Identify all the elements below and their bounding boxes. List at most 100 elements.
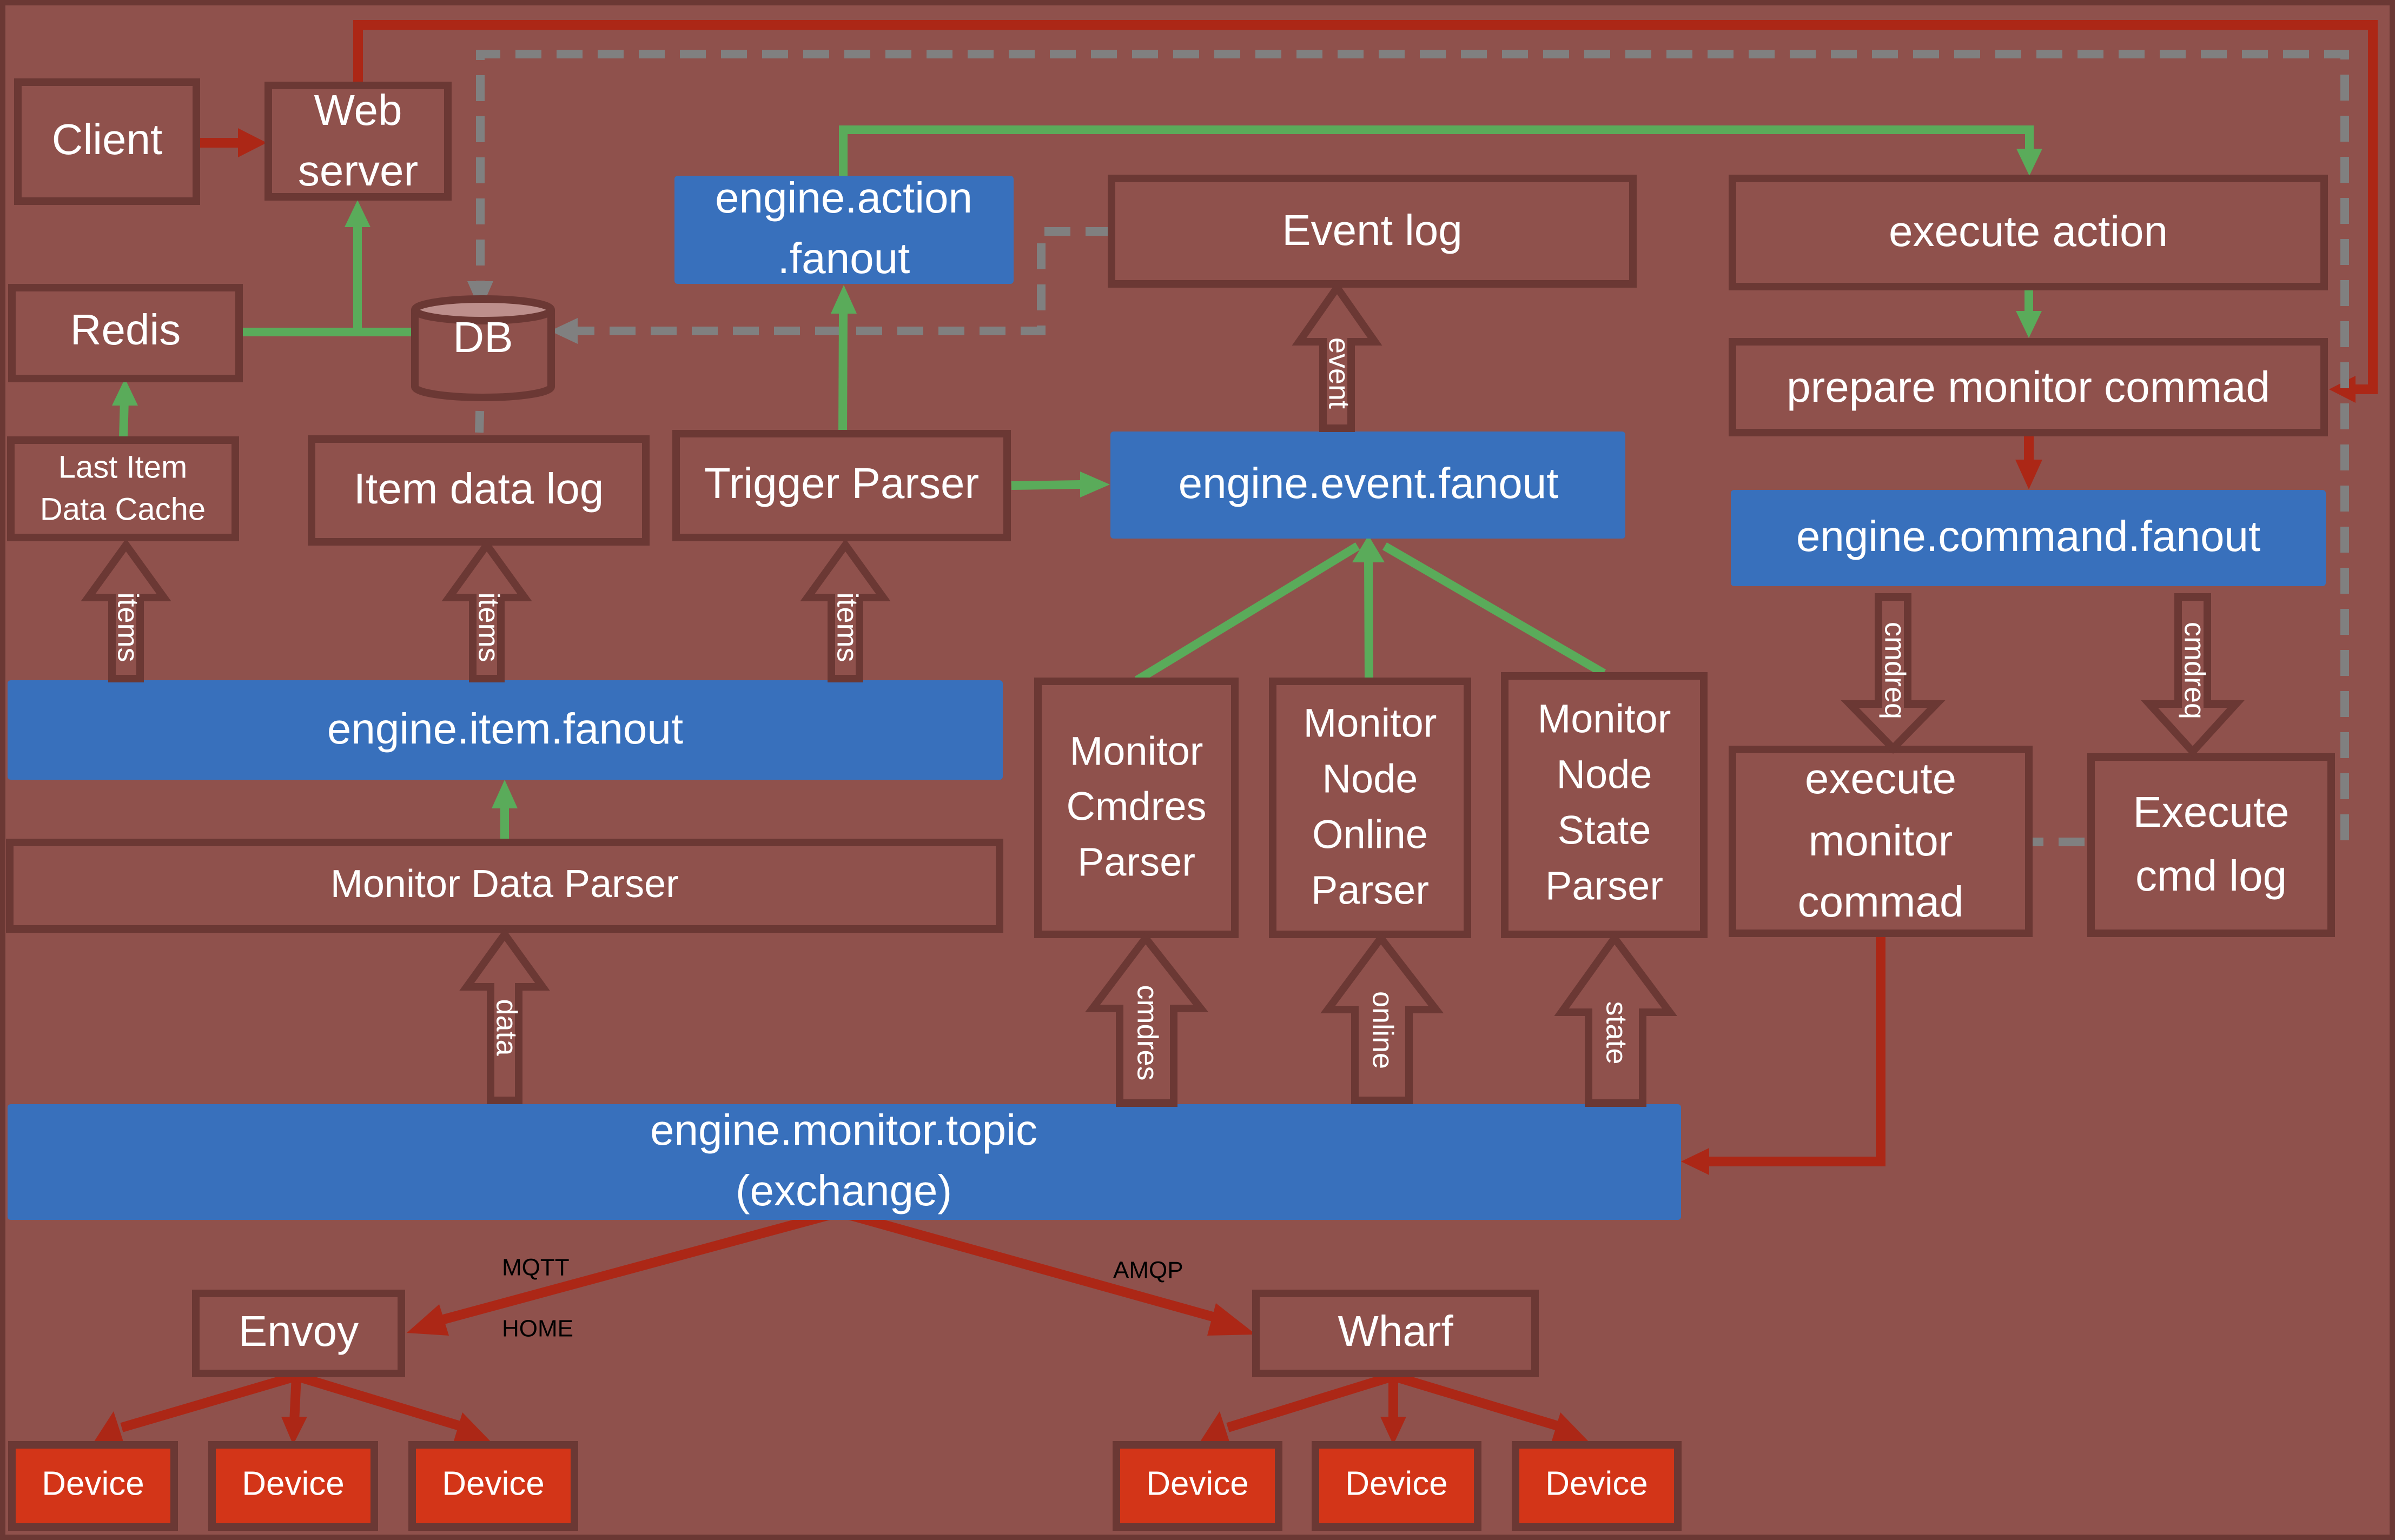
arrowhead-event-fanout-bottom bbox=[1352, 535, 1385, 562]
arrowhead-execute-action bbox=[2016, 149, 2042, 176]
arrow-label-items: items bbox=[473, 592, 505, 662]
node-data-parser-label: Monitor Data Parser bbox=[330, 862, 679, 906]
node-state-parser-label-3: State bbox=[1558, 808, 1651, 853]
node-trigger-parser[interactable]: Trigger Parser bbox=[672, 430, 1011, 541]
node-monitor-cmdres-parser[interactable]: Monitor Cmdres Parser bbox=[1034, 678, 1239, 938]
arrowhead-prepare bbox=[2016, 311, 2042, 338]
device-envoy-1[interactable]: Device bbox=[8, 1441, 178, 1531]
arrow-label-event: event bbox=[1323, 337, 1355, 409]
flow-wharf-to-device-6 bbox=[1392, 1371, 1565, 1432]
flow-envoy-to-device-2 bbox=[289, 1376, 301, 1423]
arrow-items-cache: items bbox=[81, 539, 171, 682]
node-web-server-label-2: server bbox=[298, 147, 418, 195]
device-envoy-2[interactable]: Device bbox=[208, 1441, 378, 1531]
flow-topic-to-wharf bbox=[838, 1207, 1224, 1324]
node-engine-monitor-topic[interactable]: engine.monitor.topic (exchange) bbox=[8, 1104, 1681, 1220]
node-wharf-label: Wharf bbox=[1338, 1307, 1453, 1355]
node-item-data-log[interactable]: Item data log bbox=[308, 435, 650, 546]
arrowhead-device-6 bbox=[1551, 1412, 1592, 1445]
node-cmd-log-label-1: Execute bbox=[2133, 788, 2289, 836]
node-db-label: DB bbox=[453, 313, 513, 361]
arrowhead-device-2 bbox=[281, 1417, 307, 1445]
arrow-label-cmdreq: cmdreq bbox=[2179, 622, 2211, 719]
arrowhead-webserver bbox=[238, 128, 267, 157]
node-state-parser-label-1: Monitor bbox=[1538, 696, 1671, 741]
node-last-item-data-cache[interactable]: Last Item Data Cache bbox=[7, 436, 239, 541]
device-envoy-3[interactable]: Device bbox=[408, 1441, 578, 1531]
flow-action-fanout-to-execute-action bbox=[839, 125, 2034, 178]
node-exec-monitor-label-3: commad bbox=[1798, 878, 1964, 926]
arrow-label-items: items bbox=[112, 592, 144, 662]
arrowhead-wharf bbox=[1207, 1303, 1256, 1336]
arrow-online: online bbox=[1320, 932, 1444, 1104]
node-cmdres-parser-label-2: Cmdres bbox=[1066, 784, 1206, 829]
device-wharf-2[interactable]: Device bbox=[1312, 1441, 1481, 1531]
node-web-server-label-1: Web bbox=[314, 86, 402, 134]
node-online-parser-label-4: Parser bbox=[1311, 868, 1429, 913]
node-cache-label-2: Data Cache bbox=[40, 492, 206, 527]
arrowhead-monitor-topic bbox=[1681, 1148, 1709, 1175]
node-db[interactable]: DB bbox=[411, 295, 555, 401]
flow-itemlog-to-db bbox=[475, 394, 485, 433]
node-wharf[interactable]: Wharf bbox=[1252, 1290, 1539, 1377]
device-label: Device bbox=[42, 1465, 144, 1502]
flow-envoy-to-device-3 bbox=[295, 1371, 467, 1432]
node-cmdres-parser-label-3: Parser bbox=[1077, 840, 1195, 885]
node-state-parser-label-2: Node bbox=[1557, 752, 1652, 797]
flow-topic-to-envoy bbox=[442, 1207, 841, 1324]
node-execute-action[interactable]: execute action bbox=[1729, 175, 2328, 290]
flow-online-to-event-fanout bbox=[1364, 556, 1373, 680]
arrowhead-device-3 bbox=[453, 1412, 494, 1445]
arrowhead-db-right bbox=[550, 318, 578, 344]
device-wharf-1[interactable]: Device bbox=[1113, 1441, 1282, 1531]
node-prepare-monitor-command[interactable]: prepare monitor commad bbox=[1729, 338, 2328, 436]
node-cache-label-1: Last Item bbox=[58, 449, 188, 484]
node-action-fanout-label-2: .fanout bbox=[778, 234, 910, 282]
node-engine-item-fanout[interactable]: engine.item.fanout bbox=[8, 680, 1003, 780]
node-prepare-command-label: prepare monitor commad bbox=[1787, 363, 2270, 411]
device-label: Device bbox=[1146, 1465, 1249, 1502]
node-event-log-label: Event log bbox=[1282, 206, 1463, 254]
arrow-state: state bbox=[1554, 932, 1677, 1107]
node-execute-monitor-command[interactable]: execute monitor commad bbox=[1729, 746, 2033, 937]
flow-envoy-to-device-1 bbox=[120, 1371, 298, 1432]
node-event-log[interactable]: Event log bbox=[1108, 175, 1637, 288]
node-online-parser-label-2: Node bbox=[1322, 756, 1418, 801]
node-execute-cmd-log[interactable]: Execute cmd log bbox=[2087, 753, 2335, 937]
node-envoy-label: Envoy bbox=[239, 1307, 359, 1355]
arrowhead-webserver-bottom bbox=[345, 200, 371, 227]
flow-execute-monitor-to-topic bbox=[1709, 935, 1885, 1166]
node-redis[interactable]: Redis bbox=[8, 284, 243, 382]
node-online-parser-label-1: Monitor bbox=[1304, 701, 1437, 746]
node-cmdres-parser-label-1: Monitor bbox=[1070, 729, 1203, 774]
node-cmd-log-label-2: cmd log bbox=[2135, 852, 2287, 900]
arrowhead-action-fanout bbox=[831, 285, 857, 314]
protocol-label-mqtt: MQTT bbox=[502, 1254, 570, 1281]
node-event-fanout-label: engine.event.fanout bbox=[1179, 459, 1559, 507]
arrow-label-state: state bbox=[1600, 1001, 1633, 1064]
node-monitor-node-state-parser[interactable]: Monitor Node State Parser bbox=[1501, 672, 1708, 938]
flow-state-to-event-fanout bbox=[1382, 542, 1606, 677]
arrowhead-redis bbox=[112, 379, 138, 406]
arrow-cmdreq-cmdlog: cmdreq bbox=[2141, 593, 2245, 758]
arrow-data: data bbox=[459, 928, 550, 1104]
node-envoy[interactable]: Envoy bbox=[192, 1290, 405, 1377]
node-monitor-topic-label-2: (exchange) bbox=[736, 1166, 952, 1214]
arrowhead-device-5 bbox=[1380, 1417, 1406, 1445]
device-label: Device bbox=[442, 1465, 545, 1502]
device-label: Device bbox=[1545, 1465, 1648, 1502]
node-engine-event-fanout[interactable]: engine.event.fanout bbox=[1110, 432, 1625, 539]
protocol-label-amqp: AMQP bbox=[1113, 1257, 1183, 1284]
node-monitor-data-parser[interactable]: Monitor Data Parser bbox=[6, 839, 1003, 933]
flow-webserver-to-prepare-command bbox=[353, 20, 2378, 394]
node-monitor-topic-label-1: engine.monitor.topic bbox=[650, 1106, 1037, 1154]
node-monitor-node-online-parser[interactable]: Monitor Node Online Parser bbox=[1269, 678, 1471, 938]
arrowhead-command-fanout bbox=[2015, 460, 2042, 489]
device-wharf-3[interactable]: Device bbox=[1512, 1441, 1682, 1531]
node-online-parser-label-3: Online bbox=[1312, 812, 1428, 857]
node-engine-command-fanout[interactable]: engine.command.fanout bbox=[1731, 490, 2326, 586]
node-web-server[interactable]: Web server bbox=[264, 82, 452, 201]
node-engine-action-fanout[interactable]: engine.action .fanout bbox=[674, 174, 1014, 284]
arrow-cmdreq-execute: cmdreq bbox=[1841, 593, 1946, 754]
node-client[interactable]: Client bbox=[14, 78, 200, 205]
